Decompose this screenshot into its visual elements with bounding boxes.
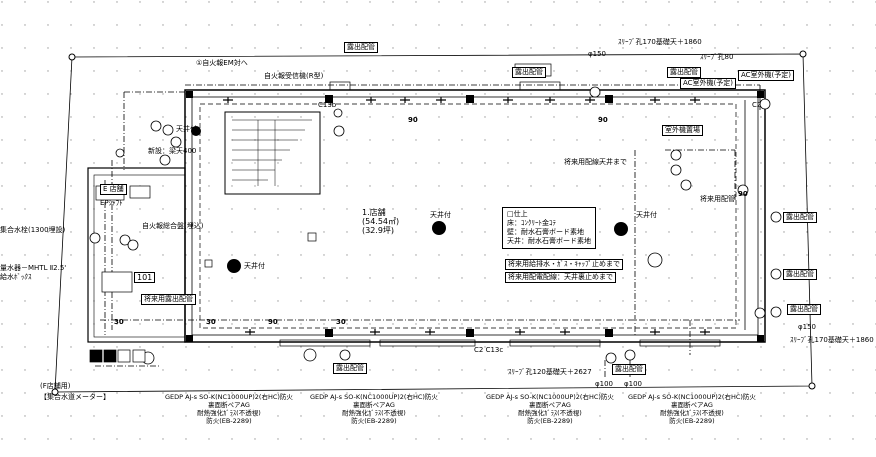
ceiling-tag-2: 天井付 [430,211,451,219]
num-90-c: 90 [268,318,278,326]
door-spec-3-fire: 防火(EB-2289) [527,417,573,425]
phi150-right: φ150 [798,323,816,331]
exposed-pipe-label-top: 露出配管 [344,42,378,53]
ep-shaft-label: EPｼｬﾌﾄ [100,199,123,207]
door-spec-2-fire: 防火(EB-2289) [351,417,397,425]
room-area-sqm: (54.54㎡) [362,217,400,226]
top-left-note: ①自火報EM対へ [196,59,248,67]
door-spec-2-glass: 裏面断ペアAG [353,401,395,409]
exposed-pipe-label-right-top: 露出配管 [667,67,701,78]
finish-floor: 床：ｺﾝｸﾘｰﾄ金ｺﾃ [507,219,556,227]
equipment-symbols [115,86,771,365]
exposed-pipe-label-right-a: 露出配管 [783,212,817,223]
door-spec-3: GEDP AJ-s SO-K(NC1000UP)2(右HC)防火 裏面断ペアAG… [486,393,614,425]
ac-outdoor-note-1: AC室外機(予定) [738,70,795,81]
door-spec-1-tempered: 耐熱強化ｶﾞﾗｽ(不透視) [197,409,261,417]
room-info: 1.店舗 (54.54㎡) (32.9坪) [362,208,399,235]
num-90-a: 90 [408,116,418,124]
exposed-pipe-label-bottom-right: 露出配管 [612,364,646,375]
future-drain-note: 将来用給排水・ｶﾞｽ・ｷｬｯﾌﾟ止めまで [505,259,623,270]
top-right-sleeve-2: ｽﾘｰﾌﾞ孔80 [700,53,734,61]
ac-outdoor-area: 室外機置場 [662,125,703,136]
left-box-note: 給水ﾎﾞｯｸｽ [0,273,32,281]
door-spec-3-glass: 裏面断ペアAG [529,401,571,409]
future-pipe-label: 将来用配管 [700,195,735,203]
ceiling-tag-3: 天井付 [636,211,657,219]
door-spec-1-glass: 裏面断ペアAG [208,401,250,409]
phi100-a: φ100 [595,380,613,388]
e-store-label: E 店舗 [100,184,127,195]
num-90-b: 90 [598,116,608,124]
exposed-pipe-label-right-c: 露出配管 [787,304,821,315]
ceiling-tag-4: 天井付 [244,262,265,270]
door-spec-4-glass: 裏面断ペアAG [671,401,713,409]
num-30-c: 30 [336,318,346,326]
left-low-note: (F店舗用) [40,382,71,390]
exposed-pipe-label-bottom: 露出配管 [333,363,367,374]
room-area-tsubo: (32.9坪) [362,226,395,235]
left-meter-label: 【集合水道メーター】 [40,393,110,401]
finish-title: □仕上 [507,210,528,218]
phi150-top: φ150 [588,50,606,58]
room-tag: 101 [134,272,156,283]
exposed-pipe-label-left: 将来用露出配管 [141,294,196,305]
phi100-b: φ100 [624,380,642,388]
door-spec-1-type: GEDP AJ-s SO-K(NC1000UP)2(右HC)防火 [165,393,293,401]
door-spec-4-type: GEDP AJ-s SO-K(NC1000UP)2(右HC)防火 [628,393,756,401]
exterior-outlets [89,211,782,318]
fire-panel-label: 自火報総合盤(埋込) [142,222,204,230]
exposed-pipe-label-top-right: 露出配管 [512,67,546,78]
door-spec-2-type: GEDP AJ-s SO-K(NC1000UP)2(右HC)防火 [310,393,438,401]
room-name: 1.店舗 [362,208,386,217]
code-c2: C2 [752,101,762,109]
bottom-sleeve-note: ｽﾘｰﾌﾞ孔120基礎天＋2627 [508,368,592,376]
ceiling-height-value: 400 [183,147,197,155]
ceiling-height-label: 新設：梁天 [148,147,183,155]
code-c2-c13c: C2 C13c [474,346,504,354]
door-spec-2-tempered: 耐熱強化ｶﾞﾗｽ(不透視) [342,409,406,417]
num-30-a: 30 [114,318,124,326]
beam-markers [223,97,710,335]
ceiling-fixtures [191,126,628,273]
finish-wall: 壁：耐水石膏ボード素地 [507,228,584,236]
building-walls [87,89,766,343]
future-elec-note: 将来用配電配線：天井裏止めまで [505,272,616,283]
door-spec-2: GEDP AJ-s SO-K(NC1000UP)2(右HC)防火 裏面断ペアAG… [310,393,438,425]
door-spec-3-type: GEDP AJ-s SO-K(NC1000UP)2(右HC)防火 [486,393,614,401]
structural-columns [186,91,764,342]
future-ceiling-note: 将来用配線天井まで [564,158,627,166]
fire-receiver-label: 自火報受信機(R型) [264,72,324,80]
code-c13b: C13b [318,101,337,109]
door-spec-3-tempered: 耐熱強化ｶﾞﾗｽ(不透視) [518,409,582,417]
exposed-pipe-label-right-b: 露出配管 [783,269,817,280]
door-spec-1: GEDP AJ-s SO-K(NC1000UP)2(右HC)防火 裏面断ペアAG… [165,393,293,425]
ceiling-tag-1: 天井付 [176,125,197,133]
door-spec-4-tempered: 耐熱強化ｶﾞﾗｽ(不透視) [660,409,724,417]
right-sleeve-note: ｽﾘｰﾌﾞ孔170基礎天＋1860 [790,336,874,344]
num-90-d: 90 [738,190,748,198]
door-spec-4: GEDP AJ-s SO-K(NC1000UP)2(右HC)防火 裏面断ペアAG… [628,393,756,425]
door-spec-1-fire: 防火(EB-2289) [206,417,252,425]
left-meter-note: 量水器－MHTL Ⅱ2.5' [0,264,67,272]
door-spec-4-fire: 防火(EB-2289) [669,417,715,425]
ac-outdoor-note-2: AC室外機(予定) [680,78,737,89]
num-30-b: 30 [206,318,216,326]
window-openings [279,81,721,347]
finish-ceiling: 天井：耐水石膏ボード素地 [507,237,591,245]
left-edge-note: 集合水栓(1300埋設) [0,226,66,234]
top-right-sleeve: ｽﾘｰﾌﾞ孔170基礎天＋1860 [618,38,702,46]
finish-spec-box: □仕上 床：ｺﾝｸﾘｰﾄ金ｺﾃ 壁：耐水石膏ボード素地 天井：耐水石膏ボード素地 [502,207,596,249]
